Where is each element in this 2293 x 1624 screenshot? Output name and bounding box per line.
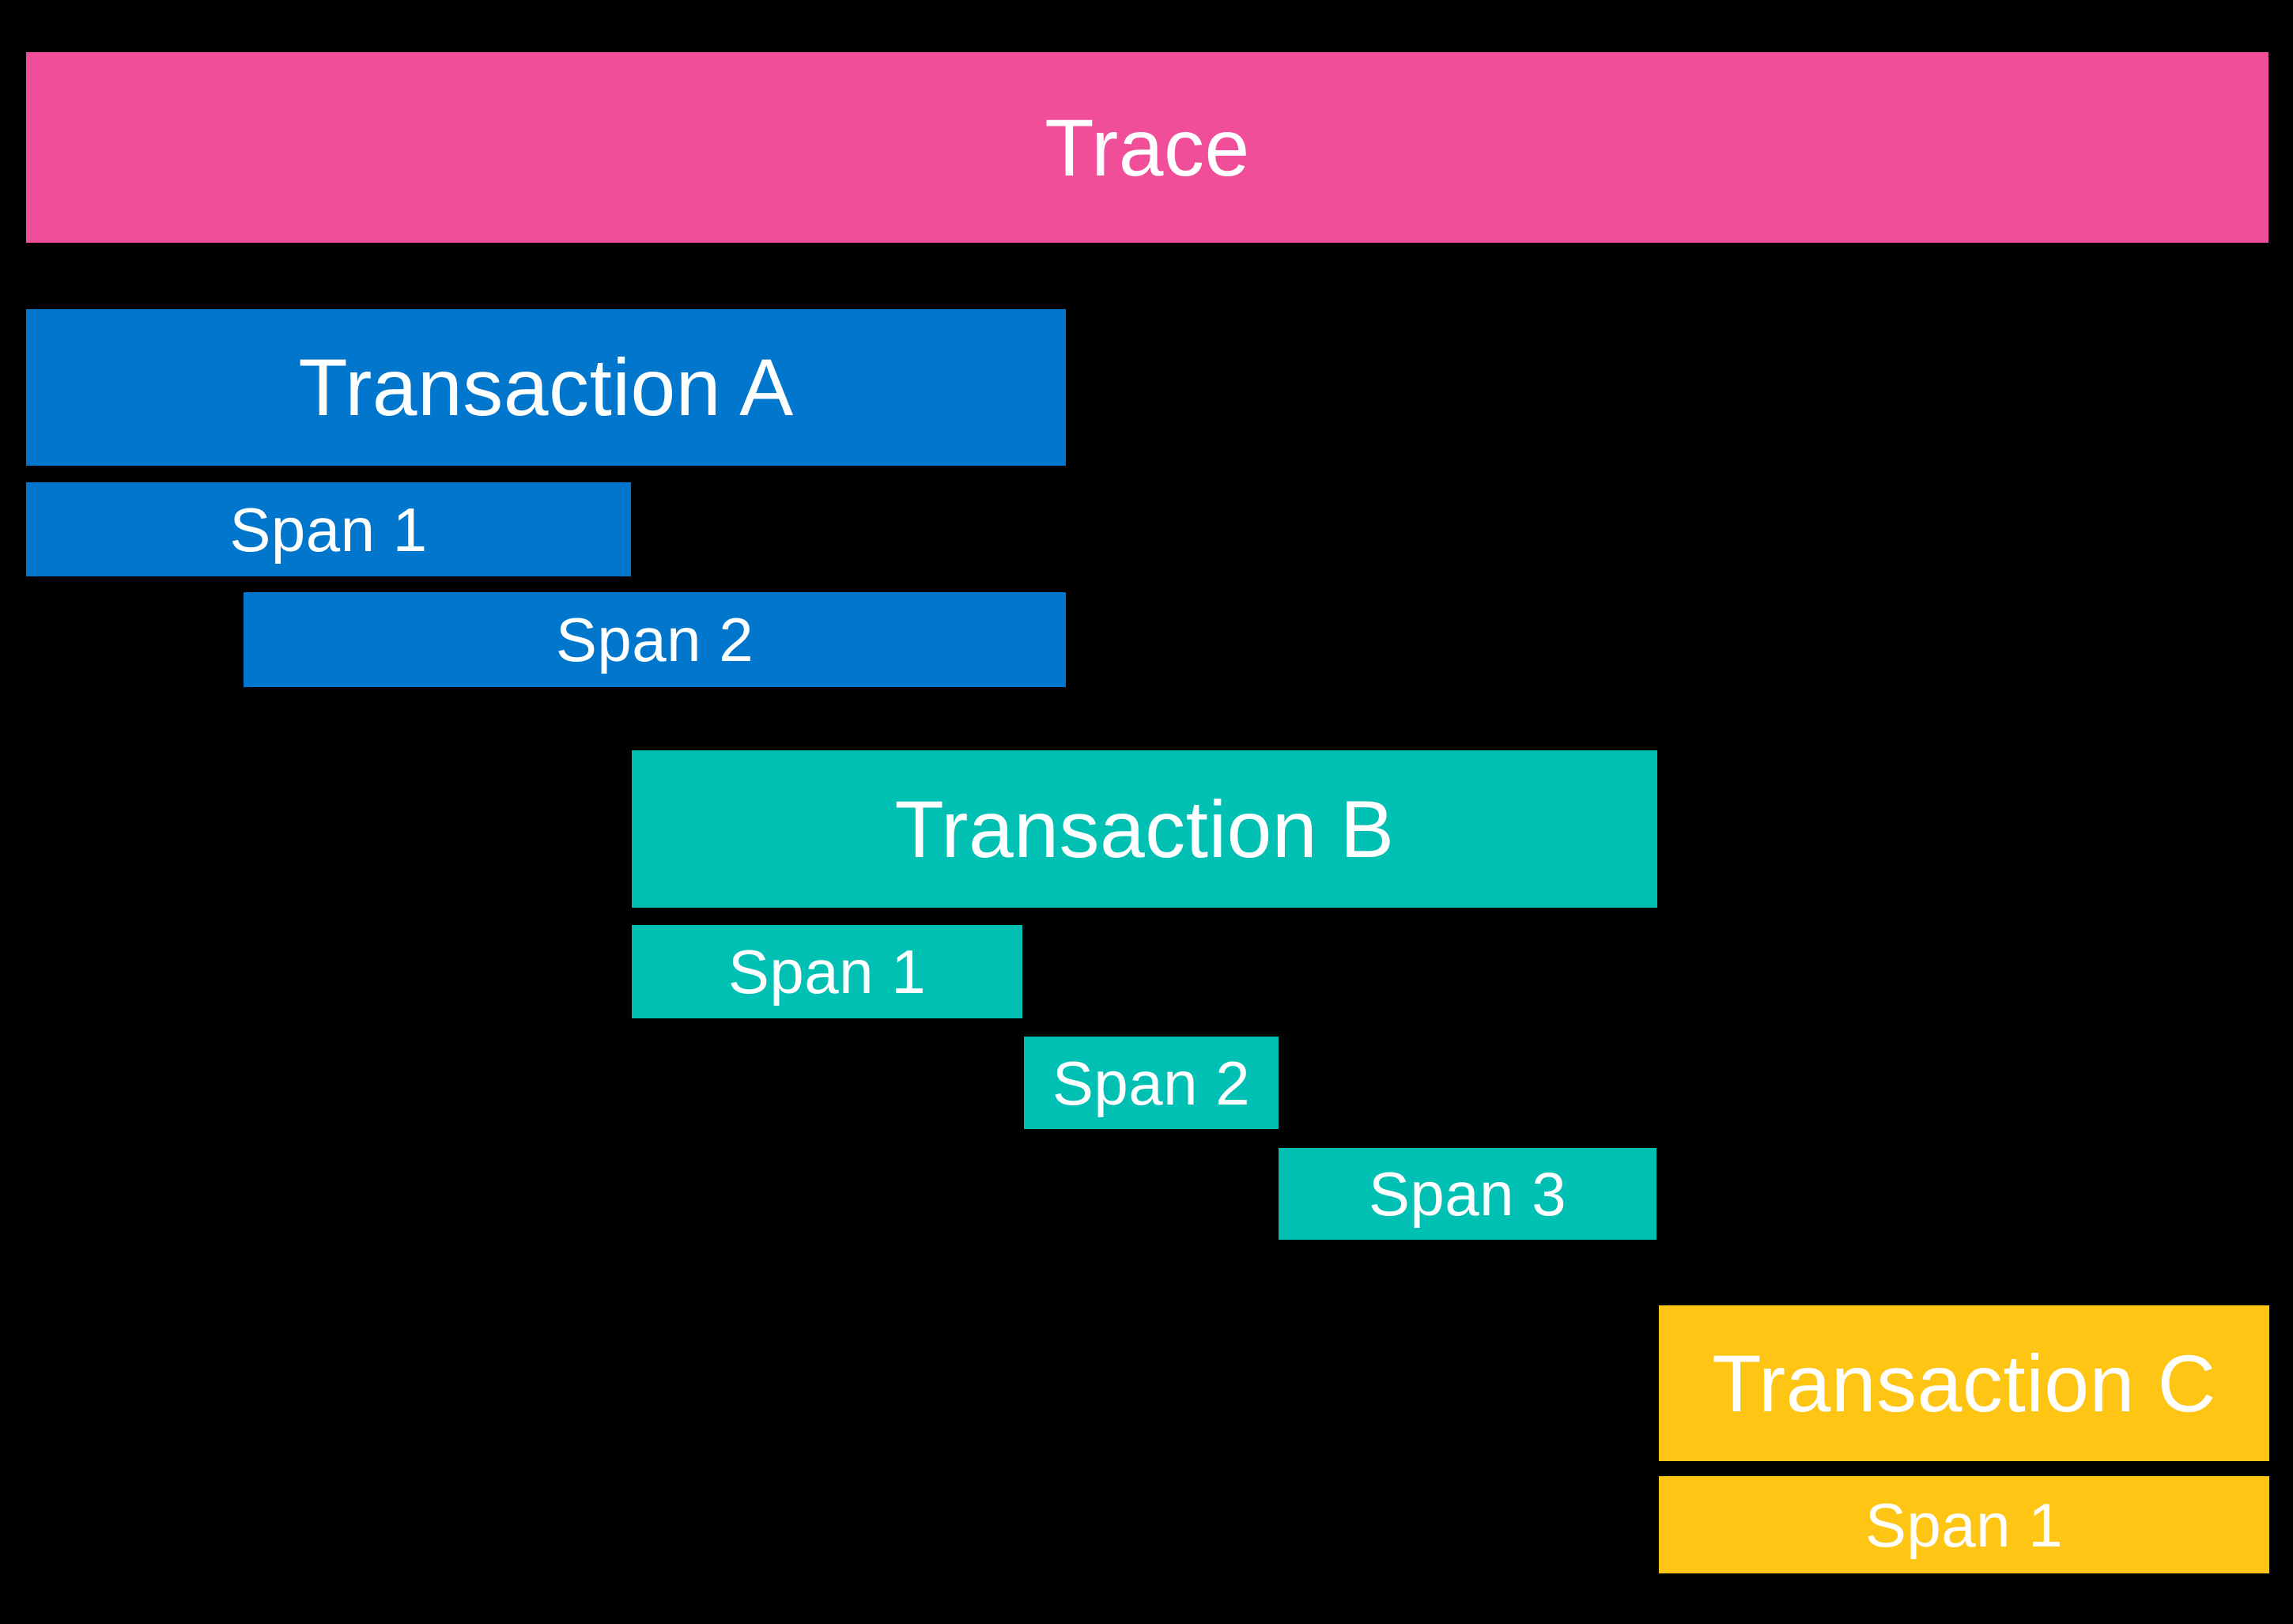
transaction-b-span-1-label: Span 1	[727, 937, 927, 1007]
trace-bar: Trace	[26, 52, 2268, 243]
transaction-c-bar: Transaction C	[1659, 1305, 2269, 1461]
transaction-a-label: Transaction A	[298, 342, 794, 432]
transaction-b-span-2-label: Span 2	[1052, 1048, 1251, 1118]
transaction-b-span-3-bar: Span 3	[1279, 1148, 1656, 1240]
trace-label: Trace	[1045, 102, 1250, 193]
transaction-b-span-1-bar: Span 1	[632, 925, 1022, 1018]
transaction-c-label: Transaction C	[1712, 1338, 2216, 1429]
transaction-b-label: Transaction B	[894, 784, 1395, 874]
transaction-b-span-3-label: Span 3	[1368, 1159, 1567, 1229]
transaction-b-bar: Transaction B	[632, 750, 1657, 908]
transaction-c-span-1-bar: Span 1	[1659, 1476, 2269, 1573]
transaction-a-span-2-bar: Span 2	[244, 592, 1066, 687]
transaction-a-span-1-label: Span 1	[229, 494, 428, 565]
transaction-c-span-1-label: Span 1	[1864, 1490, 2064, 1560]
transaction-a-span-1-bar: Span 1	[26, 482, 631, 576]
transaction-a-bar: Transaction A	[26, 309, 1066, 466]
transaction-b-span-2-bar: Span 2	[1024, 1037, 1279, 1129]
transaction-a-span-2-label: Span 2	[555, 605, 754, 674]
